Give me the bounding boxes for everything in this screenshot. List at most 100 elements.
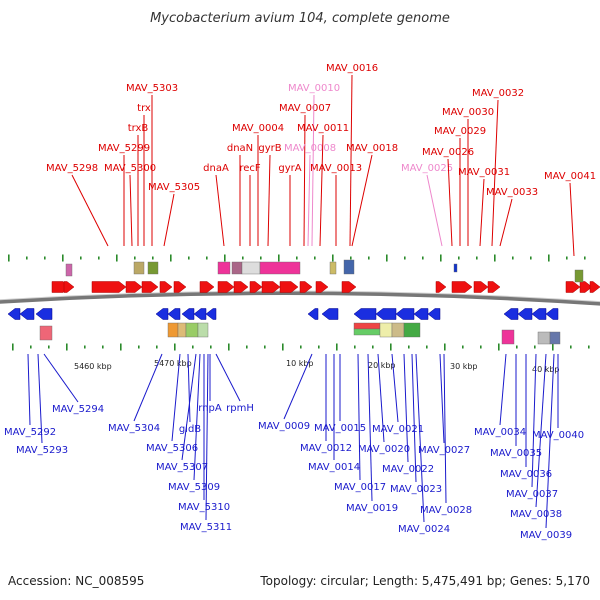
top-label-leader bbox=[163, 193, 175, 247]
rna-feature-block bbox=[453, 263, 458, 273]
bottom-label-leader bbox=[403, 353, 409, 463]
tick-mark bbox=[408, 345, 410, 349]
top-gene-label: MAV_0033 bbox=[486, 187, 538, 198]
tick-mark bbox=[300, 345, 302, 349]
top-gene-label: MAV_0008 bbox=[284, 143, 336, 154]
top-gene-label: MAV_0032 bbox=[472, 88, 524, 99]
bottom-label-leader bbox=[531, 353, 537, 488]
tick-mark bbox=[98, 256, 100, 260]
scale-label: 10 kbp bbox=[286, 359, 314, 368]
bottom-label-leader bbox=[499, 353, 507, 426]
bottom-gene-label: MAV_0027 bbox=[418, 445, 470, 456]
rna-feature-block bbox=[231, 261, 243, 275]
forward-gene-arrow bbox=[217, 281, 235, 293]
top-gene-label: MAV_0016 bbox=[326, 63, 378, 74]
reverse-gene-arrow bbox=[307, 308, 319, 320]
top-label-leader bbox=[215, 174, 225, 247]
bottom-label-leader bbox=[411, 353, 417, 483]
bottom-gene-label: MAV_5294 bbox=[52, 404, 104, 415]
forward-gene-arrow bbox=[279, 281, 299, 293]
tick-mark bbox=[12, 343, 14, 351]
reverse-gene-arrow bbox=[353, 308, 377, 320]
top-label-leader bbox=[319, 134, 324, 247]
tick-mark bbox=[138, 345, 140, 349]
bottom-label-leader bbox=[415, 353, 425, 523]
forward-gene-arrow bbox=[451, 281, 473, 293]
rna-feature-block bbox=[259, 261, 301, 275]
tick-mark bbox=[498, 343, 500, 351]
bottom-gene-label: MAV_5292 bbox=[4, 427, 56, 438]
tick-mark bbox=[332, 254, 334, 262]
bottom-gene-label: MAV_0023 bbox=[390, 484, 442, 495]
reverse-gene-arrow bbox=[35, 308, 53, 320]
bottom-gene-label: MAV_0015 bbox=[314, 423, 366, 434]
tick-mark bbox=[368, 256, 370, 260]
reverse-gene-arrow bbox=[427, 308, 441, 320]
top-gene-label: MAV_0010 bbox=[288, 83, 340, 94]
top-label-leader bbox=[479, 178, 485, 247]
tick-mark bbox=[246, 345, 248, 349]
tick-mark bbox=[102, 345, 104, 349]
bottom-gene-label: MAV_0037 bbox=[506, 489, 558, 500]
tick-mark bbox=[62, 254, 64, 262]
bottom-label-leader bbox=[367, 353, 373, 502]
rna-feature-block bbox=[353, 328, 381, 336]
tick-mark bbox=[530, 256, 532, 260]
top-label-leader bbox=[71, 174, 109, 247]
reverse-gene-arrow bbox=[545, 308, 559, 320]
tick-mark bbox=[242, 256, 244, 260]
bottom-label-leader bbox=[27, 353, 31, 426]
bottom-gene-label: rnpA bbox=[198, 403, 222, 414]
tick-mark bbox=[440, 254, 442, 262]
tick-mark bbox=[30, 345, 32, 349]
rna-feature-block bbox=[217, 261, 231, 275]
rna-feature-block bbox=[537, 331, 551, 345]
tick-mark bbox=[476, 256, 478, 260]
top-label-leader bbox=[311, 94, 315, 247]
tick-mark bbox=[80, 256, 82, 260]
reverse-gene-arrow bbox=[7, 308, 21, 320]
backbone-line bbox=[0, 290, 600, 306]
tick-mark bbox=[26, 256, 28, 260]
scale-label: 40 kbp bbox=[532, 365, 560, 374]
reverse-gene-arrow bbox=[155, 308, 169, 320]
tick-mark bbox=[206, 256, 208, 260]
bottom-gene-label: MAV_0012 bbox=[300, 443, 352, 454]
bottom-gene-label: MAV_0024 bbox=[398, 524, 450, 535]
tick-mark bbox=[516, 345, 518, 349]
top-gene-label: MAV_5303 bbox=[126, 83, 178, 94]
top-gene-label: MAV_0011 bbox=[297, 123, 349, 134]
top-label-leader bbox=[447, 158, 453, 247]
bottom-label-leader bbox=[535, 353, 547, 508]
top-gene-label: gyrB bbox=[258, 143, 281, 154]
tick-mark bbox=[278, 254, 280, 262]
forward-strand bbox=[51, 281, 600, 293]
reverse-strand bbox=[7, 308, 559, 320]
bottom-gene-label: MAV_0019 bbox=[346, 503, 398, 514]
tick-mark bbox=[116, 254, 118, 262]
bottom-gene-labels: MAV_5292MAV_5293MAV_5294MAV_5304MAV_5306… bbox=[4, 353, 584, 541]
top-gene-label: MAV_0041 bbox=[544, 171, 596, 182]
reverse-gene-arrow bbox=[413, 308, 429, 320]
tick-mark bbox=[462, 345, 464, 349]
tick-mark bbox=[134, 256, 136, 260]
top-gene-label: gyrA bbox=[278, 163, 301, 174]
rna-feature-block bbox=[177, 322, 187, 338]
tick-mark bbox=[152, 256, 154, 260]
tick-marks bbox=[8, 254, 590, 351]
tick-mark bbox=[422, 256, 424, 260]
rna-feature-block bbox=[197, 322, 209, 338]
scale-label: 30 kbp bbox=[450, 362, 478, 371]
bottom-label-leader bbox=[215, 353, 241, 402]
forward-gene-arrow bbox=[473, 281, 489, 293]
tick-mark bbox=[264, 345, 266, 349]
bottom-gene-label: MAV_0035 bbox=[490, 448, 542, 459]
forward-gene-arrow bbox=[63, 281, 75, 293]
accession-text: Accession: NC_008595 bbox=[8, 574, 145, 588]
rna-feature-block bbox=[147, 261, 159, 275]
forward-gene-arrow bbox=[435, 281, 447, 293]
bottom-label-leader bbox=[283, 353, 313, 420]
forward-gene-arrow bbox=[315, 281, 329, 293]
top-gene-label: dnaA bbox=[203, 163, 229, 174]
